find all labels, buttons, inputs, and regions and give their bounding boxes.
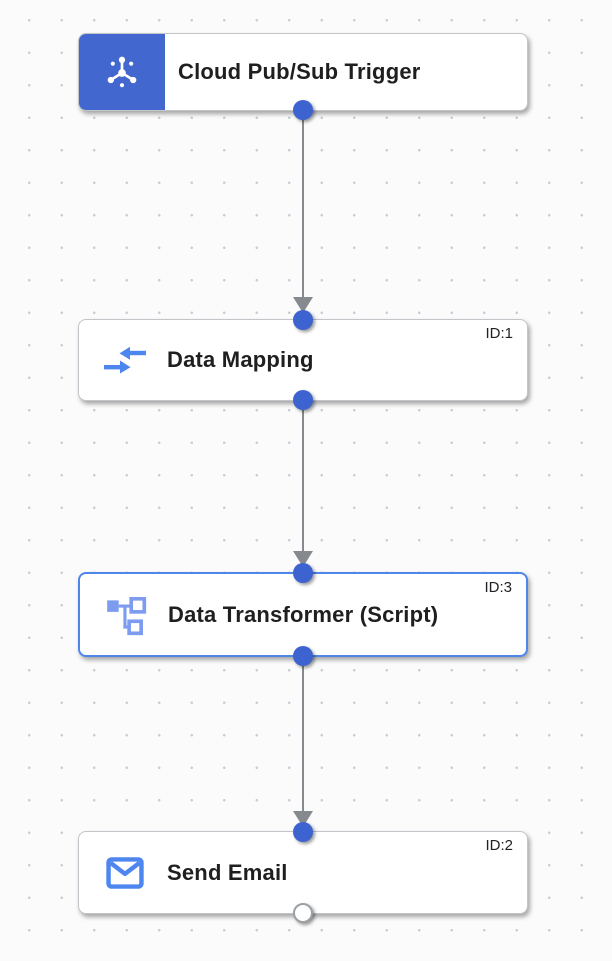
input-port[interactable] [293, 310, 313, 330]
node-title: Cloud Pub/Sub Trigger [178, 59, 421, 84]
output-port[interactable] [293, 390, 313, 410]
node-title: Data Mapping [167, 347, 314, 372]
output-port[interactable] [293, 100, 313, 120]
arrowhead-icon [293, 297, 313, 313]
data-transformer-icon [107, 596, 147, 635]
email-icon [106, 856, 144, 889]
node-id-badge: ID:2 [485, 837, 513, 854]
node-title: Data Transformer (Script) [168, 601, 439, 627]
connector-trigger-to-mapping [302, 112, 304, 298]
input-port[interactable] [293, 822, 313, 842]
task-icon-box [101, 336, 149, 384]
connector-transformer-to-email [302, 657, 304, 812]
node-id-badge: ID:3 [484, 579, 512, 596]
output-port[interactable] [293, 646, 313, 666]
node-cloud-pubsub-trigger[interactable]: Cloud Pub/Sub Trigger [78, 33, 528, 120]
data-mapping-icon [104, 346, 146, 374]
node-title: Send Email [167, 859, 288, 885]
end-port[interactable] [293, 903, 313, 923]
node-id-badge: ID:1 [485, 325, 513, 342]
input-port[interactable] [293, 563, 313, 583]
task-icon-box [101, 849, 149, 897]
node-data-mapping[interactable]: ID:1 Data Mapping [78, 310, 528, 410]
cloud-pubsub-icon [107, 56, 137, 88]
node-data-transformer[interactable]: ID:3 Data Transformer (Script) [78, 563, 528, 666]
connector-mapping-to-transformer [302, 402, 304, 552]
trigger-icon-block [79, 34, 165, 110]
task-icon-box [102, 591, 150, 639]
node-send-email[interactable]: ID:2 Send Email [78, 822, 528, 923]
